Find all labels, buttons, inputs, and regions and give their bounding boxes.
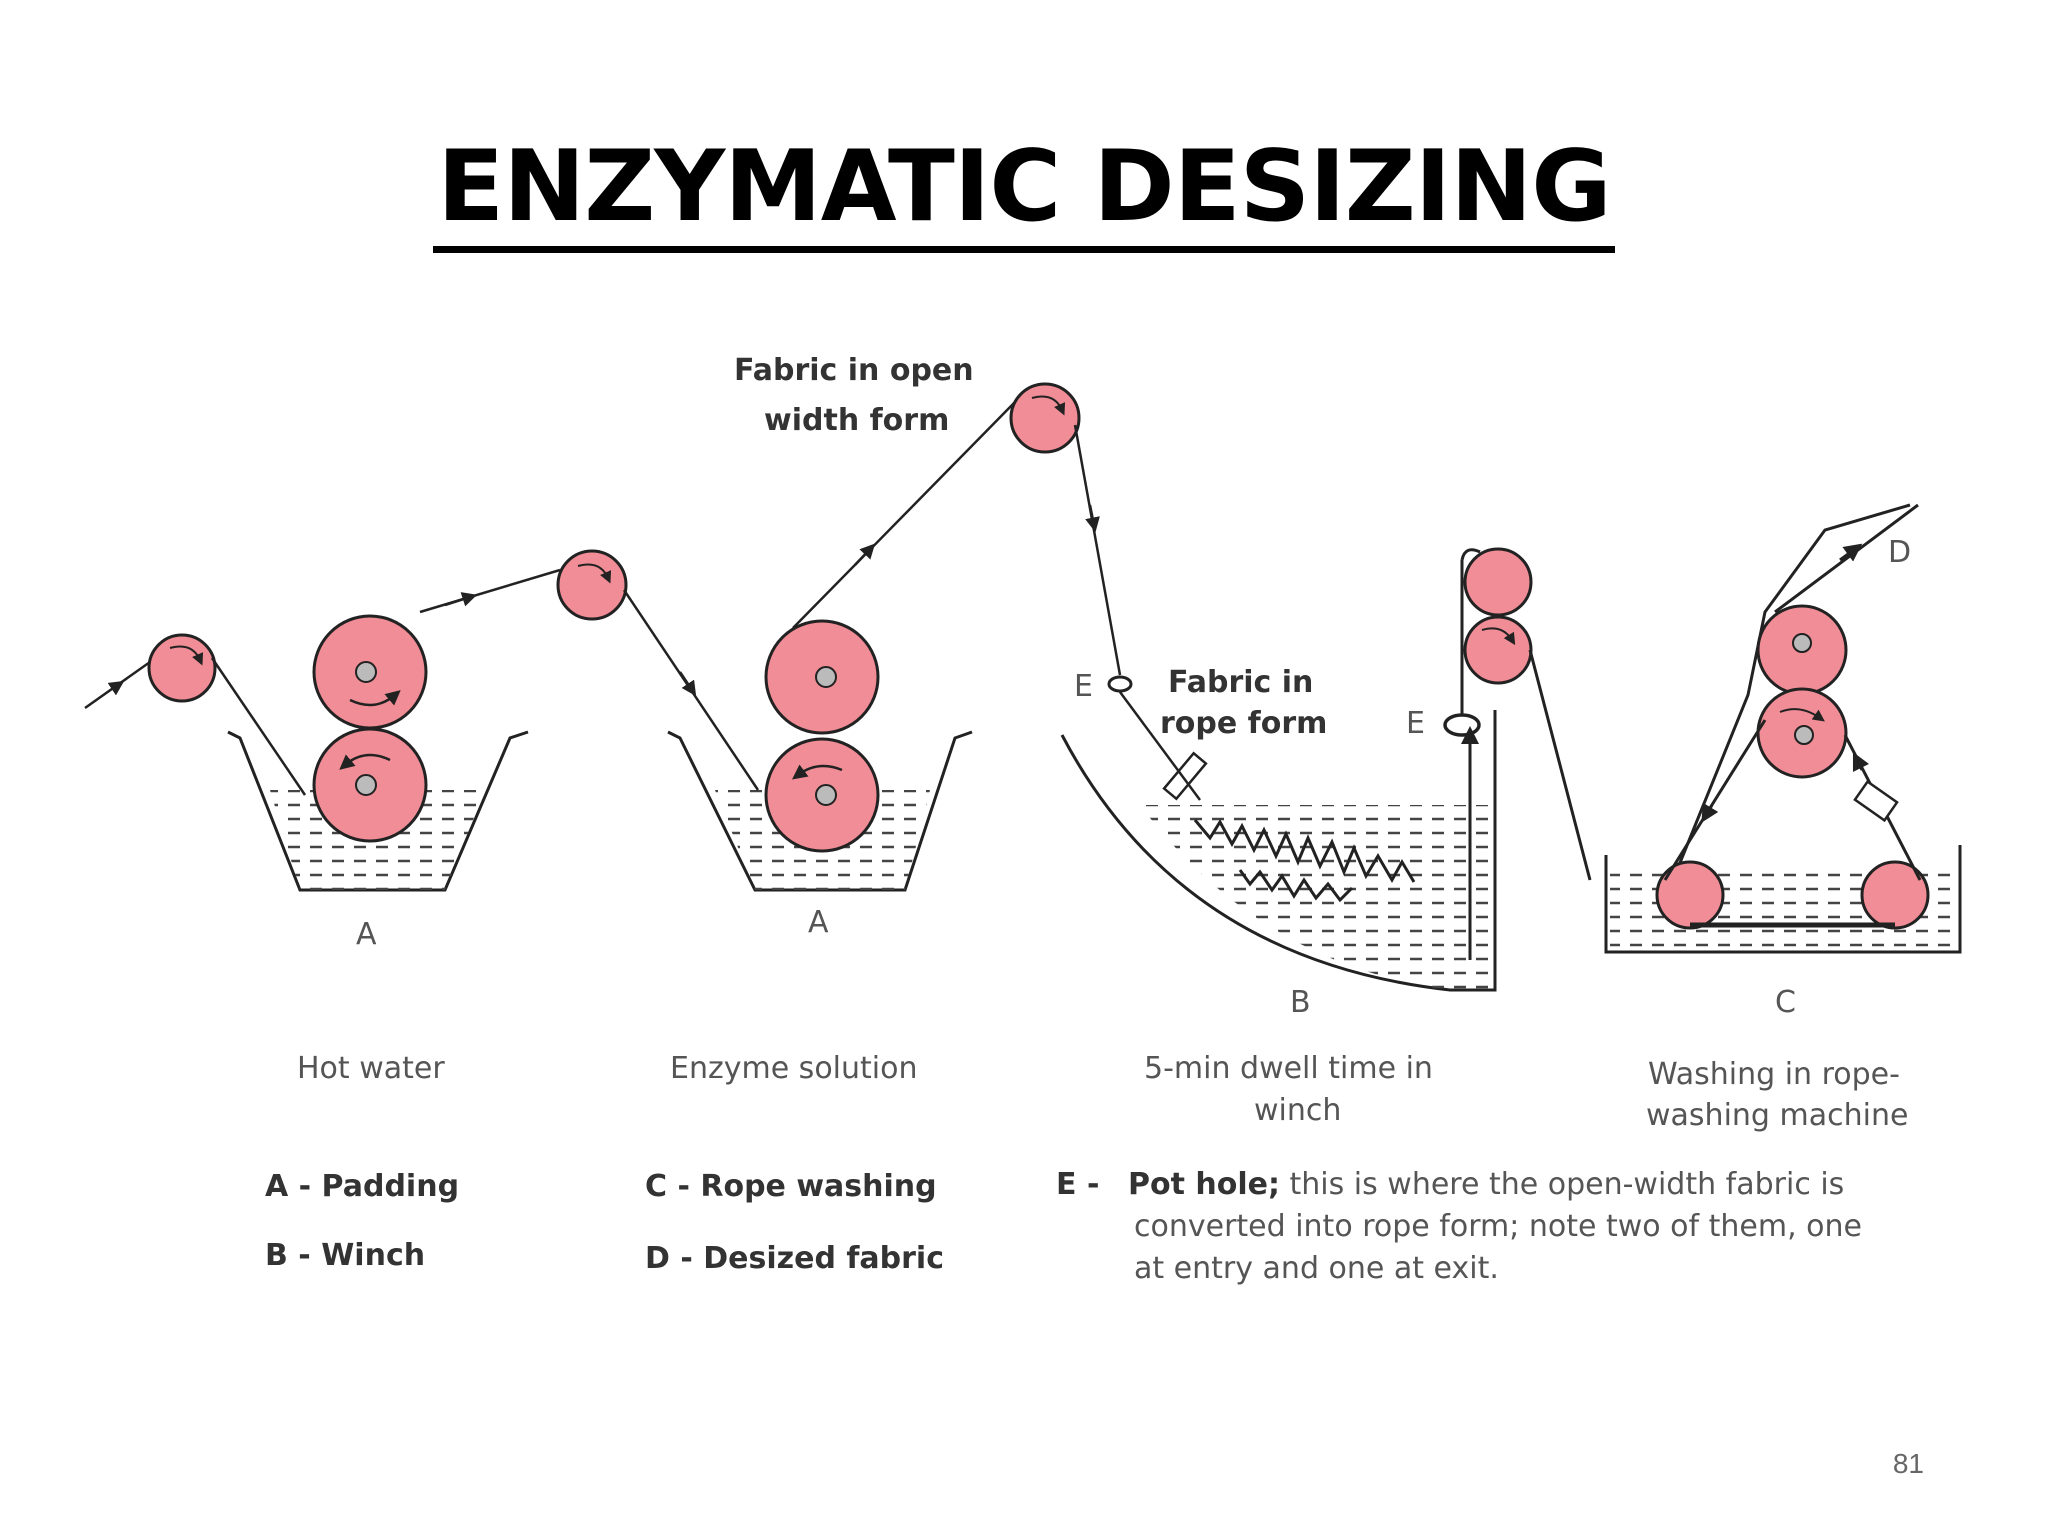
roller-c-bottom-right [1860, 860, 1930, 930]
annotation-rope-form-2: rope form [1160, 706, 1327, 741]
rotation-arrow-a1-upper [349, 690, 401, 707]
station-caption-3a: 5-min dwell time in [1144, 1051, 1433, 1086]
roller-a1-lower-hub [355, 774, 377, 796]
rotation-arrow-a1-exit [577, 563, 612, 584]
station-a1-padding [147, 549, 628, 892]
legend-e-key: E - [1056, 1167, 1099, 1202]
pot-hole-exit [1443, 713, 1481, 737]
station-letter-3: B [1290, 985, 1311, 1020]
washer-guide [1853, 779, 1899, 823]
legend-a: A - Padding [265, 1169, 459, 1204]
rotation-arrow-c-nip [1779, 708, 1825, 722]
legend-e-line1: Pot hole; this is where the open-width f… [1128, 1167, 1844, 1202]
rotation-arrow-a1-lower [339, 753, 391, 770]
label-pot-hole-exit: E [1406, 706, 1425, 741]
fabric-rope-folds [1193, 819, 1416, 884]
legend-b: B - Winch [265, 1238, 425, 1273]
roller-a2-lower-hub [815, 784, 837, 806]
page-title-text: ENZYMATIC DESIZING [433, 130, 1615, 253]
rotation-arrow-a2-lower [791, 764, 843, 780]
rope-c-left-arrow [1701, 802, 1719, 823]
station-caption-3b: winch [1254, 1093, 1341, 1128]
roller-c-top-upper [1463, 547, 1533, 617]
guide-roller-entry [147, 633, 217, 703]
winch-b [1060, 560, 1497, 992]
roller-c-top-lower [1463, 615, 1533, 685]
winch-tank [1060, 710, 1497, 992]
legend-e-desc-1: this is where the open-width fabric is [1280, 1167, 1844, 1202]
station-letter-1: A [356, 917, 377, 952]
station-a2-padding [667, 382, 1081, 892]
guide-roller-top [1009, 382, 1081, 454]
station-caption-1: Hot water [297, 1051, 445, 1086]
label-desized-fabric: D [1888, 535, 1911, 570]
roller-c-nip-lower-hub [1794, 725, 1814, 745]
rope-c-left-leg [1663, 719, 1767, 881]
rotation-arrow-top [1031, 395, 1066, 416]
guide-roller-a1-exit [556, 549, 628, 621]
roller-c-bottom-left [1655, 860, 1725, 930]
annotation-rope-form-1: Fabric in [1168, 665, 1313, 700]
legend-d: D - Desized fabric [645, 1241, 944, 1276]
pot-hole-entry [1107, 675, 1133, 693]
fabric-rope-in [1118, 691, 1202, 801]
station-caption-4b: washing machine [1646, 1098, 1908, 1133]
rope-washer-c [1460, 503, 1962, 954]
rope-c-right-arrow [1852, 751, 1870, 773]
legend-e-line2: converted into rope form; note two of th… [1134, 1209, 1862, 1244]
station-letter-2: A [808, 905, 829, 940]
label-pot-hole-entry: E [1074, 669, 1093, 704]
roller-a2-upper-hub [815, 666, 837, 688]
legend-e-line3: at entry and one at exit. [1134, 1251, 1499, 1286]
rope-c-exit-arrow [1839, 543, 1863, 562]
station-caption-2: Enzyme solution [670, 1051, 918, 1086]
roller-c-nip-upper-hub [1792, 633, 1812, 653]
annotation-open-width-1: Fabric in open [734, 353, 974, 388]
page-number: 81 [1892, 1448, 1924, 1479]
fabric-rope-c-path [1460, 503, 1911, 881]
page-title: ENZYMATIC DESIZING [0, 130, 2048, 253]
rotation-arrow-entry [169, 645, 204, 666]
station-letter-4: C [1775, 985, 1796, 1020]
legend-e-term: Pot hole; [1128, 1167, 1280, 1202]
washer-tank [1604, 845, 1962, 954]
fabric-path-open-width [84, 401, 1122, 796]
station-caption-4a: Washing in rope- [1648, 1057, 1900, 1092]
annotation-open-width-2: width form [764, 403, 949, 438]
roller-a1-upper-hub [355, 661, 377, 683]
fabric-rope-folds-2 [1238, 869, 1354, 903]
rotation-arrow-c-top [1481, 627, 1516, 646]
legend-c: C - Rope washing [645, 1169, 937, 1204]
